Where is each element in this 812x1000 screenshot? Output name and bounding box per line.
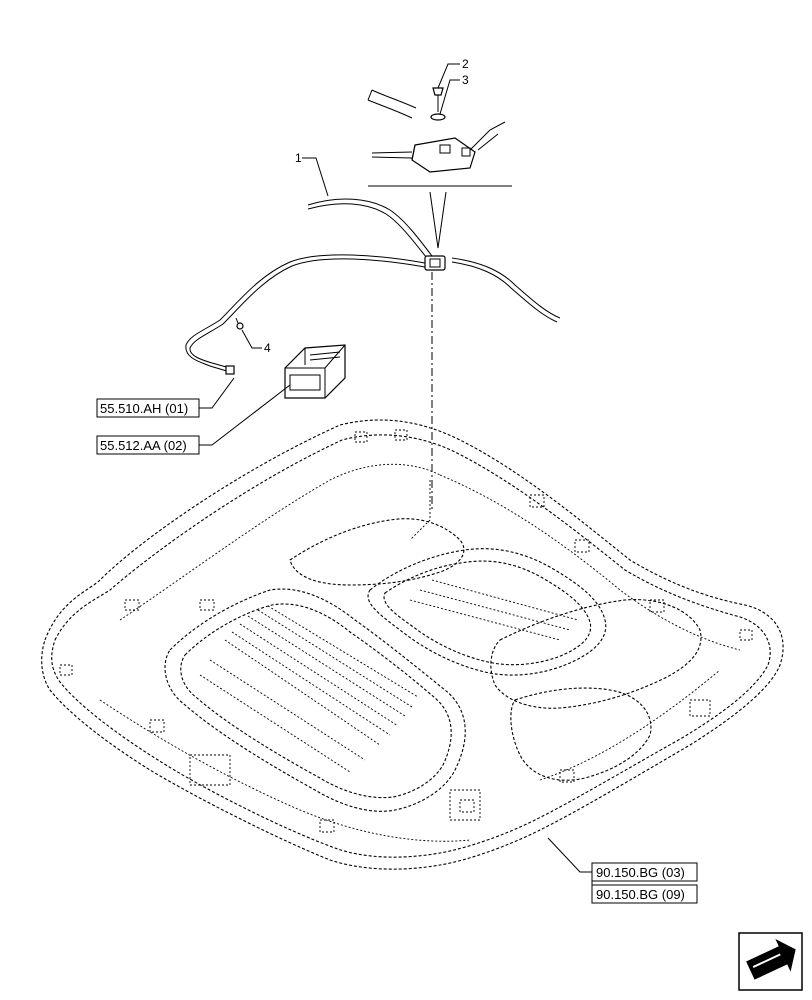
callout-3: 3 [462, 73, 469, 87]
reference-label[interactable]: 90.150.BG (03) [596, 865, 685, 880]
reference-link-90150-09[interactable]: 90.150.BG (09) [591, 884, 698, 904]
reference-label[interactable]: 55.512.AA (02) [100, 438, 187, 453]
callout-1: 1 [295, 151, 302, 165]
reference-link-55512[interactable]: 55.512.AA (02) [96, 435, 200, 455]
callout-4: 4 [264, 341, 271, 355]
callout-2: 2 [462, 57, 469, 71]
cab-roof-panel [41, 419, 784, 870]
reference-label[interactable]: 55.510.AH (01) [100, 401, 188, 416]
antenna-harness [185, 198, 561, 373]
receiver-module [225, 344, 346, 399]
reference-link-90150-03[interactable]: 90.150.BG (03) [591, 862, 698, 882]
callout-leaders [199, 63, 592, 873]
antenna-bracket-detail [367, 87, 512, 249]
reference-link-55510[interactable]: 55.510.AH (01) [96, 398, 200, 418]
reference-label[interactable]: 90.150.BG (09) [596, 887, 685, 902]
next-page-arrow-icon[interactable] [738, 932, 803, 991]
